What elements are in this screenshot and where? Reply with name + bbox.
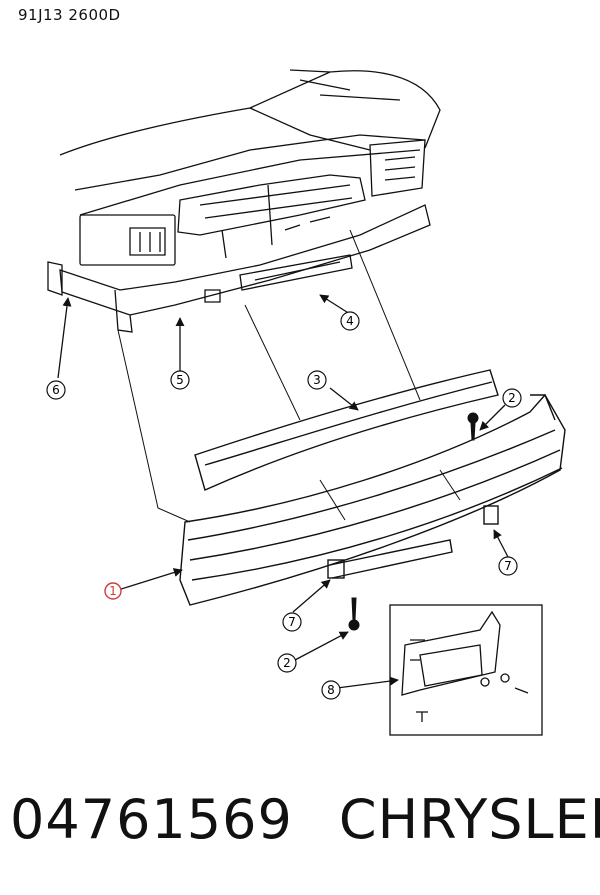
- callout-7-right: 7: [498, 556, 518, 576]
- svg-text:2: 2: [283, 656, 291, 670]
- assembly-guide-lines: [117, 229, 461, 523]
- callout-4: 4: [340, 311, 360, 331]
- callout-5: 5: [170, 370, 190, 390]
- svg-text:4: 4: [346, 314, 354, 328]
- bumper-fascia: [179, 393, 566, 606]
- callout-6: 6: [46, 380, 66, 400]
- part-footer: 04761569 CHRYSLER: [10, 788, 600, 851]
- svg-text:7: 7: [288, 615, 296, 629]
- callout-2-lower: 2: [277, 653, 297, 673]
- drawing-code: 91J13 2600D: [18, 6, 121, 24]
- svg-text:7: 7: [504, 559, 512, 573]
- svg-text:3: 3: [313, 373, 321, 387]
- callout-3: 3: [307, 370, 327, 390]
- part-number: 04761569: [10, 788, 293, 851]
- callout-2-upper: 2: [502, 388, 522, 408]
- svg-text:1: 1: [109, 584, 117, 598]
- license-bracket-detail: [389, 604, 543, 736]
- clip-fasteners: [348, 412, 479, 631]
- svg-text:6: 6: [52, 383, 60, 397]
- callout-7-left: 7: [282, 612, 302, 632]
- vehicle-front-body: [47, 69, 441, 333]
- svg-text:2: 2: [508, 391, 516, 405]
- callout-1: 1: [104, 582, 122, 600]
- callout-8: 8: [321, 680, 341, 700]
- leader-arrows: [57, 294, 509, 689]
- svg-text:5: 5: [176, 373, 184, 387]
- brand-name: CHRYSLER: [338, 788, 600, 851]
- svg-text:8: 8: [327, 683, 335, 697]
- reinforcement-bar: [194, 369, 499, 491]
